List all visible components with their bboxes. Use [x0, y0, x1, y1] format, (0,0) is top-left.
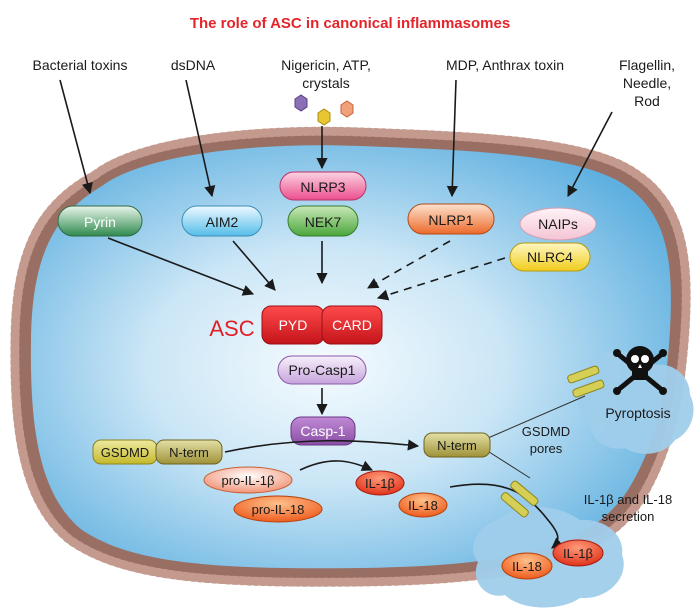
secretion-label-line1: IL-1β and IL-18 — [584, 492, 672, 507]
label-mdp-anthrax: MDP, Anthrax toxin — [446, 57, 564, 73]
sensor-nek7-label: NEK7 — [305, 214, 342, 230]
secreted-il18: IL-18 — [501, 552, 553, 580]
cleaved-nterm-label: N-term — [437, 438, 477, 453]
il1b-mature: IL-1β — [355, 470, 405, 496]
sensor-nlrp3: NLRP3 — [279, 171, 367, 201]
sensor-nlrc4: NLRC4 — [509, 242, 591, 272]
asc-pyd-label: PYD — [279, 317, 308, 333]
il18-label: IL-18 — [408, 498, 438, 513]
sensor-nlrp1-label: NLRP1 — [428, 212, 473, 228]
casp1-active: Casp-1 — [290, 416, 356, 446]
asc-card-label: CARD — [332, 317, 372, 333]
membrane-beads — [10, 126, 691, 587]
il1b-label: IL-1β — [365, 476, 395, 491]
pyroptosis-label: Pyroptosis — [605, 405, 670, 421]
sensor-pyrin: Pyrin — [57, 205, 143, 237]
cleavage-arrows — [224, 439, 564, 549]
sensor-aim2-label: AIM2 — [206, 214, 239, 230]
asc-card-domain: CARD — [321, 305, 383, 345]
label-nigericin-line2: crystals — [302, 75, 349, 91]
secretion-blob — [473, 506, 624, 608]
pro-casp1-label: Pro-Casp1 — [289, 362, 356, 378]
sensor-aim2: AIM2 — [181, 205, 263, 237]
gsdmd-pores-line2: pores — [530, 441, 563, 456]
sensor-nlrp3-label: NLRP3 — [300, 179, 345, 195]
gsdmd-full-length: GSDMD N-term — [92, 439, 223, 465]
gsdmd-pore-upper — [567, 365, 605, 398]
sensor-nlrp1: NLRP1 — [407, 203, 495, 235]
pro-il18-label: pro-IL-18 — [252, 502, 305, 517]
label-flagellin-line3: Rod — [634, 93, 660, 109]
pro-il1b-label: pro-IL-1β — [222, 473, 275, 488]
gsdmd-nterm-label: N-term — [169, 445, 209, 460]
pro-il1b: pro-IL-1β — [203, 466, 293, 494]
il18-mature: IL-18 — [398, 492, 448, 518]
label-flagellin-line1: Flagellin, — [619, 57, 675, 73]
pro-casp1: Pro-Casp1 — [277, 355, 367, 385]
pro-il18: pro-IL-18 — [233, 495, 323, 523]
gsdmd-pore-lower — [500, 480, 539, 518]
skull-crossbones-icon — [613, 346, 667, 395]
sensor-naips: NAIPs — [519, 207, 597, 241]
secreted-il18-label: IL-18 — [512, 559, 542, 574]
secreted-il1b-label: IL-1β — [563, 546, 593, 561]
stimulus-arrows — [59, 79, 613, 416]
asc-pyd-domain: PYD — [261, 305, 325, 345]
gsdmd-cleaved-nterm: N-term — [423, 432, 491, 458]
asc-label: ASC — [209, 316, 254, 341]
gsdmd-label: GSDMD — [101, 445, 149, 460]
sensor-pyrin-label: Pyrin — [84, 214, 116, 230]
pyroptosis-leader-lines — [485, 395, 586, 479]
label-dsdna: dsDNA — [171, 57, 216, 73]
crystal-hexagons-icon — [294, 94, 354, 126]
casp1-active-label: Casp-1 — [300, 423, 345, 439]
secreted-il1b: IL-1β — [552, 539, 604, 567]
gsdmd-pores-line1: GSDMD — [522, 424, 570, 439]
pyroptosis-blob — [577, 350, 694, 454]
label-nigericin-line1: Nigericin, ATP, — [281, 57, 371, 73]
diagram-title: The role of ASC in canonical inflammasom… — [190, 15, 510, 32]
label-bacterial-toxins: Bacterial toxins — [33, 57, 128, 73]
sensor-naips-label: NAIPs — [538, 216, 578, 232]
sensor-nlrc4-label: NLRC4 — [527, 249, 573, 265]
label-flagellin-line2: Needle, — [623, 75, 671, 91]
sensor-nek7: NEK7 — [287, 205, 359, 237]
secretion-label-line2: secretion — [602, 509, 655, 524]
